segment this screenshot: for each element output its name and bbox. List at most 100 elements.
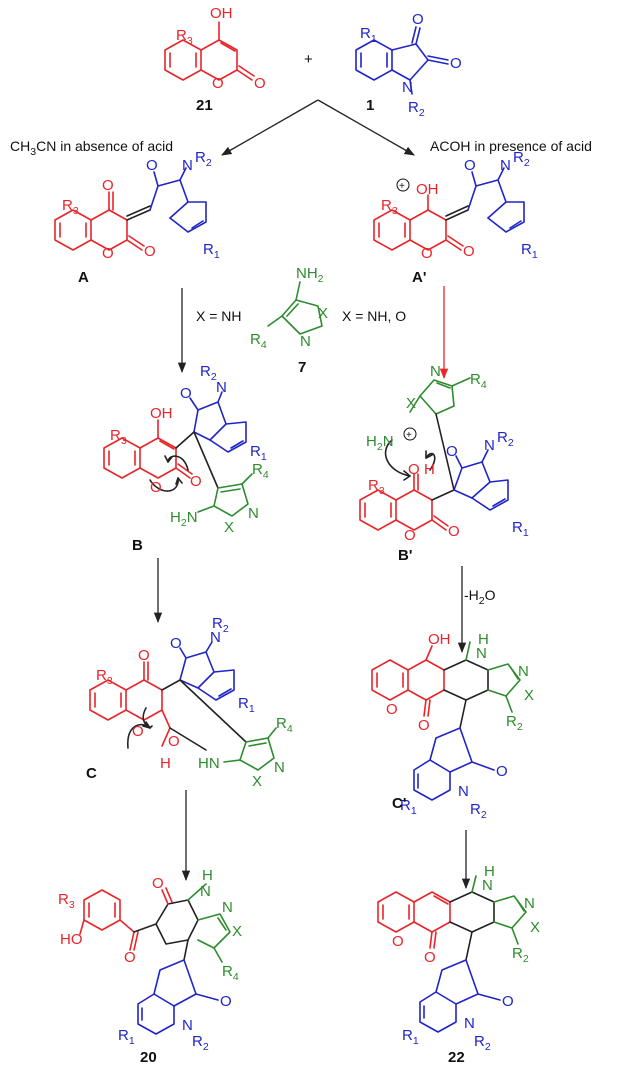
compound-C-prime-structure: OH O O H N N X R2 O N R2 R1 [371, 631, 534, 821]
compound-20-structure: R3 HO O O H N N X R4 O N R2 R1 [58, 867, 242, 1053]
seven-x-label: X [318, 305, 328, 322]
bp-h2n-label: H2N [366, 433, 394, 453]
b-r4-label: R4 [252, 461, 269, 481]
arrow-to-A-prime [317, 99, 415, 156]
c-ring-o-label: O [132, 723, 144, 740]
compound-label-A-prime: A' [412, 269, 426, 286]
bp-ring-o-label: O [404, 527, 416, 544]
p20-x-label: X [232, 923, 242, 940]
condition-x-nh-o: X = NH, O [342, 308, 406, 324]
isatin-o2-label: O [450, 55, 462, 72]
compound-label-B: B [132, 537, 143, 554]
b-r1-label: R1 [250, 443, 267, 463]
p22-isatin-n-label: N [464, 1015, 475, 1032]
compound-label-A: A [78, 269, 89, 286]
oh-label: OH [210, 5, 233, 22]
cp-oh-label: OH [428, 631, 451, 648]
c-hn-label: HN [198, 755, 220, 772]
c-oh-o-label: O [168, 733, 180, 750]
c-r4-label: R4 [276, 715, 293, 735]
compound-21-structure: OH O O R3 [164, 5, 266, 92]
b-x-label: X [224, 519, 234, 536]
compound-B-prime-structure: + N X R4 H2N O H O O O N R2 R1 R3 [359, 363, 529, 544]
isatin-o3-label: O [412, 11, 424, 28]
a-isatin-o-label: O [146, 157, 158, 174]
c-n-label: N [210, 629, 221, 646]
p22-n-ring-label: N [524, 895, 535, 912]
b-n-ring-label: N [248, 505, 259, 522]
cp-h-label: H [478, 631, 489, 648]
bp-o4-label: O [408, 461, 420, 478]
bp-h-label: H [424, 461, 435, 478]
compound-label-B-prime: B' [398, 547, 412, 564]
p20-isatin-o-label: O [220, 993, 232, 1010]
compound-label-20: 20 [140, 1049, 157, 1066]
bp-r4-label: R4 [470, 371, 487, 391]
compound-22-structure: O O H N N X R2 O N R2 R1 [377, 863, 540, 1053]
b-prime-charge: + [406, 430, 412, 441]
b-isatin-o-label: O [180, 385, 192, 402]
b-ring-o-label: O [150, 479, 162, 496]
b-r3-label: R3 [110, 427, 127, 447]
c-isatin-o-label: O [170, 635, 182, 652]
cp-ring-o-label: O [386, 701, 398, 718]
condition-left: CH3CN in absence of acid [10, 138, 173, 158]
cp-n-ring-label: N [518, 663, 529, 680]
ap-isatin-o-label: O [464, 157, 476, 174]
a-o4-label: O [102, 177, 114, 194]
arrow-to-A [221, 99, 319, 156]
a-r3-label: R3 [62, 197, 79, 217]
bp-n1-label: N [430, 363, 441, 380]
a-r2-label: R2 [195, 149, 212, 169]
p20-r3-label: R3 [58, 891, 75, 911]
c-oh-h-label: H [160, 755, 171, 772]
compound-label-7: 7 [298, 359, 306, 376]
compound-A-prime-structure: + OH O O O N R2 R1 R3 [373, 149, 538, 262]
compound-7-structure: NH2 X N R4 [250, 265, 328, 351]
p20-ho-label: HO [60, 931, 83, 948]
b-o2-label: O [190, 473, 202, 490]
ap-r1-label: R1 [521, 241, 538, 261]
b-n-label: N [216, 379, 227, 396]
a-prime-charge: + [399, 181, 405, 192]
ap-o2-label: O [463, 243, 475, 260]
p20-nh-n-label: N [200, 883, 211, 900]
bp-r2-label: R2 [497, 429, 514, 449]
p20-r2-label: R2 [192, 1033, 209, 1053]
compound-label-21: 21 [196, 97, 213, 114]
cp-r1-label: R1 [400, 797, 417, 817]
compound-label-C: C [86, 765, 97, 782]
r1-label: R1 [360, 25, 377, 45]
carbonyl-o-label: O [254, 75, 266, 92]
a-ring-o-label: O [102, 245, 114, 262]
p20-ketone-o-label: O [124, 949, 136, 966]
cp-n-label: N [476, 645, 487, 662]
b-h2n-label: H2N [170, 509, 198, 529]
p22-ring-o-label: O [392, 933, 404, 950]
bp-r3-label: R3 [368, 477, 385, 497]
condition-dehydration: -H2O [464, 587, 496, 607]
compound-1-structure: O O N R1 R2 [355, 11, 462, 119]
c-r2-label: R2 [212, 615, 229, 635]
p20-r1-label: R1 [118, 1027, 135, 1047]
compound-B-structure: OH O O O N R2 R1 R3 R4 H2N X N [103, 363, 269, 536]
cp-r2-blue-label: R2 [470, 801, 487, 821]
b-r2-label: R2 [200, 363, 217, 383]
bp-x-label: X [406, 395, 416, 412]
condition-right: ACOH in presence of acid [430, 138, 592, 154]
p20-r4-label: R4 [222, 963, 239, 983]
r3-label: R3 [176, 27, 193, 47]
compound-A-structure: O O O O N R2 R1 R3 [54, 149, 220, 262]
cp-isatin-o-label: O [496, 763, 508, 780]
bp-isatin-o-label: O [446, 443, 458, 460]
cp-isatin-n-label: N [458, 783, 469, 800]
ap-oh-label: OH [416, 181, 439, 198]
a-r1-label: R1 [203, 241, 220, 261]
a-o2-label: O [144, 243, 156, 260]
r2-label: R2 [408, 99, 425, 119]
p22-r2-blue-label: R2 [474, 1033, 491, 1053]
c-o4-label: O [138, 647, 150, 664]
p20-nh-h-label: H [202, 867, 213, 884]
p22-r1-label: R1 [402, 1027, 419, 1047]
